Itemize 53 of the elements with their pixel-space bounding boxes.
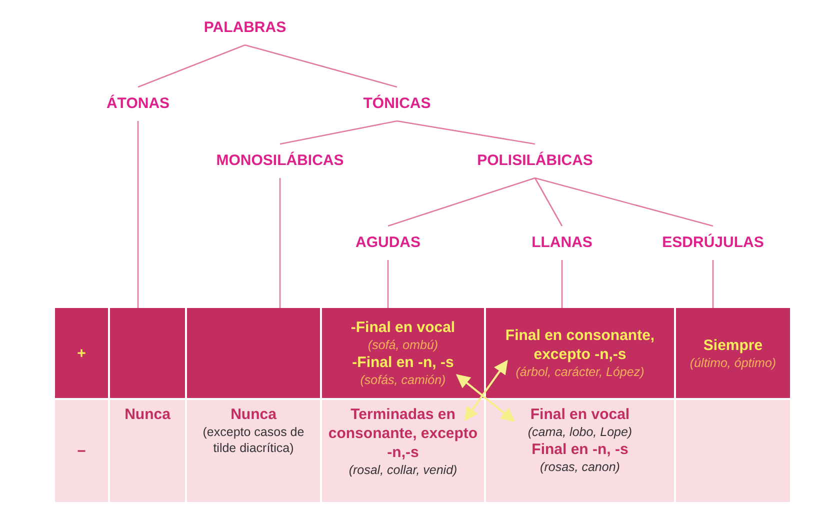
table-cell [110,400,185,502]
example-text: (rosal, collar, venid) [348,462,458,478]
connector-line [396,120,536,145]
rule-text: -Final en vocal [350,318,456,337]
category-label: LLANAS [532,234,592,252]
example-text: (árbol, carácter, López) [516,364,644,380]
rule-text: Final en -n, -s [532,440,628,459]
connector-line [137,121,139,308]
connector-line [712,260,714,308]
example-text: (último, óptimo) [690,354,776,370]
table-cell [187,400,320,502]
category-label: POLISILÁBICAS [477,152,593,170]
connector-line [138,44,246,88]
table-cell [676,308,790,398]
connector-line [244,44,398,88]
empty-cell [187,308,320,398]
category-label: ESDRÚJULAS [662,234,764,252]
connector-line [534,178,563,226]
rule-text: Nunca [230,405,276,424]
connector-line [279,178,281,308]
example-text: (rosas, canon) [540,459,620,475]
example-text: (cama, lobo, Lope) [528,424,632,440]
example-text: (sofás, camión) [360,372,446,388]
category-label: TÓNICAS [363,95,431,113]
rule-text: Nunca [124,405,170,424]
rule-text: Final en consonante, excepto -n,-s [504,326,656,364]
empty-cell [110,308,185,398]
connector-line [561,260,563,308]
table-cell [486,400,674,502]
rule-text: Final en vocal [530,405,630,424]
rule-text: Siempre [703,336,763,354]
connector-line [388,177,536,227]
rule-text: -Final en -n, -s [352,353,454,372]
example-text: (excepto casos de tilde diacrítica) [202,424,306,456]
connector-line [387,260,389,308]
table-cell [55,400,108,502]
category-label: PALABRAS [204,19,286,37]
example-text: (sofá, ombú) [368,337,438,353]
rule-text: Terminadas en consonante, excepto -n,-s [327,405,479,462]
table-cell [322,400,484,502]
empty-cell [676,400,790,502]
category-label: ÁTONAS [106,95,170,113]
connector-line [534,177,714,227]
double-arrow [464,360,508,422]
connector-line [280,120,398,145]
table-cell [55,308,108,398]
rule-text: + [77,344,86,362]
table-cell [322,308,484,398]
category-label: MONOSILÁBICAS [216,152,344,170]
rule-text: − [77,442,86,460]
double-arrow [456,374,516,422]
table-cell [486,308,674,398]
category-label: AGUDAS [356,234,420,252]
